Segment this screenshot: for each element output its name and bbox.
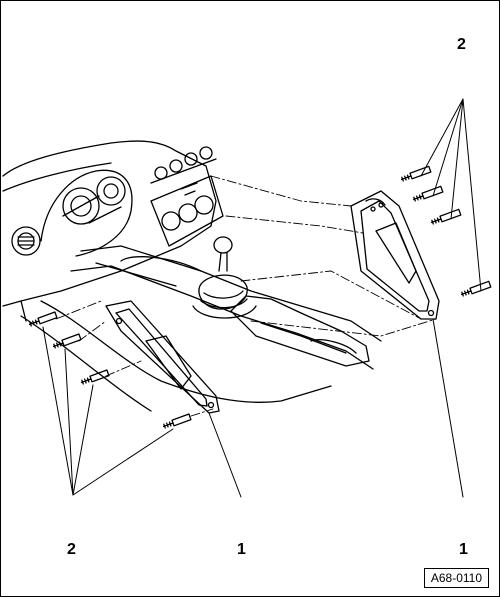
callout-bottom-left: 2: [67, 541, 76, 558]
assembly-lines: [55, 175, 437, 417]
center-gauges: [150, 146, 217, 184]
instrument-cluster: [40, 169, 133, 257]
callout-bottom-center: 1: [237, 541, 246, 558]
side-panel-right: [350, 190, 440, 320]
reference-code: A68-0110: [423, 568, 489, 588]
screws-right: [400, 165, 492, 297]
gear-shift: [192, 236, 257, 319]
center-console-panel: [150, 175, 224, 247]
center-console: [20, 245, 382, 412]
leader-lines: [42, 98, 482, 498]
dashboard: [2, 140, 217, 322]
callout-bottom-right: 1: [459, 541, 468, 558]
side-panel-left: [105, 300, 220, 414]
screws-left: [28, 311, 192, 429]
callout-top-right: 2: [457, 36, 466, 53]
air-vent-left: [11, 226, 41, 256]
